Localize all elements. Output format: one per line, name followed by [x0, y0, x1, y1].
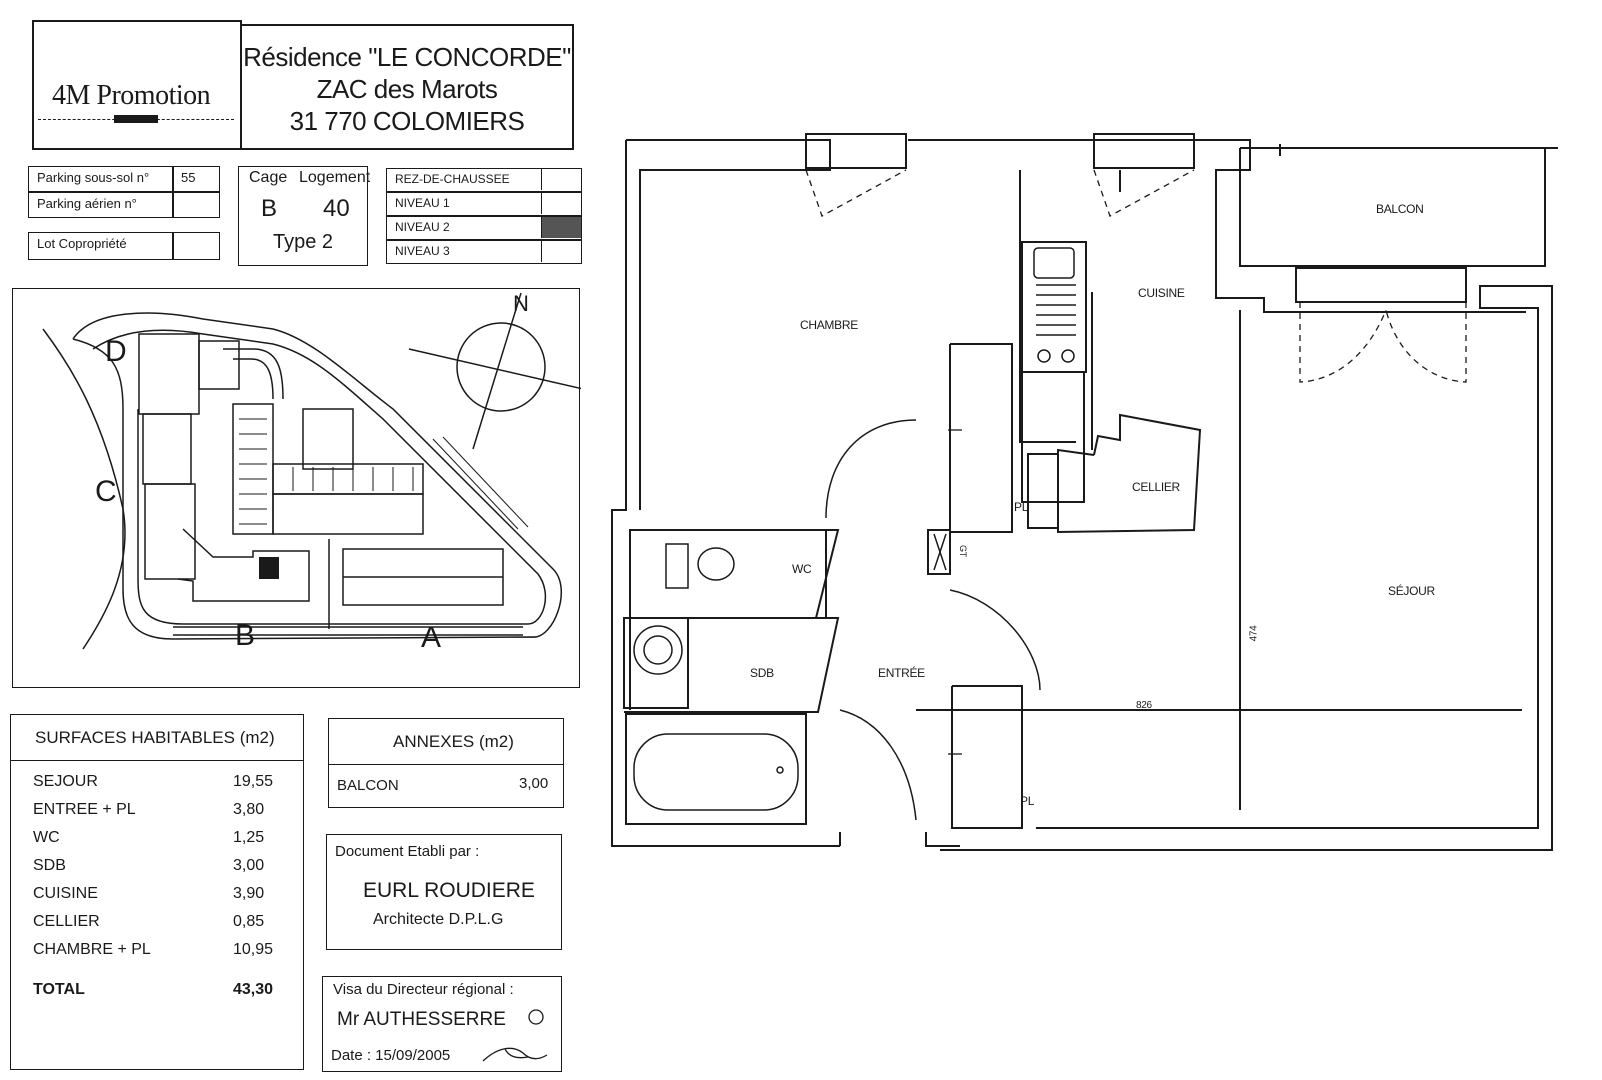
surface-value: 19,55: [233, 773, 274, 790]
lot-value: [172, 232, 220, 260]
level-label: NIVEAU 3: [395, 244, 450, 258]
floor-plan-drawing: [611, 133, 1558, 851]
annexes-title: ANNEXES (m2): [393, 732, 514, 751]
parking-aerien-value: [172, 192, 220, 218]
building-b-label: B: [235, 619, 256, 652]
visa-date: Date : 15/09/2005: [331, 1047, 451, 1064]
level-selected-marker: [541, 217, 581, 238]
surface-total-value: 43,30: [233, 981, 274, 998]
room-chambre-label: CHAMBRE: [800, 318, 858, 332]
dimension-474: 474: [1248, 625, 1260, 642]
logo-badge: [114, 115, 158, 123]
residence-title-box: Résidence "LE CONCORDE" ZAC des Marots 3…: [240, 24, 574, 150]
visa-signature: [482, 1009, 548, 1062]
surfaces-title: SURFACES HABITABLES (m2): [35, 728, 275, 747]
visa-box: Visa du Directeur régional : Mr AUTHESSE…: [322, 976, 562, 1072]
site-plan-box: N D C B A: [12, 288, 581, 688]
level-row: NIVEAU 2: [386, 216, 582, 240]
level-marker: [541, 169, 581, 190]
surface-name: CELLIER: [33, 913, 100, 930]
surface-name: SDB: [33, 857, 66, 874]
document-title: Architecte D.P.L.G: [373, 911, 504, 928]
north-label: N: [513, 291, 529, 316]
surface-name: SEJOUR: [33, 773, 98, 790]
residence-name: Résidence "LE CONCORDE": [243, 42, 571, 72]
level-row: NIVEAU 1: [386, 192, 582, 216]
level-label: NIVEAU 2: [395, 220, 450, 234]
parking-sous-sol-value: 55: [172, 166, 220, 192]
room-entree-label: ENTRÉE: [878, 666, 925, 680]
building-a-label: A: [421, 621, 442, 654]
pl-label-upper: PL: [1014, 500, 1029, 514]
parking-aerien-label: Parking aérien n°: [28, 192, 174, 218]
surfaces-title-box: SURFACES HABITABLES (m2): [10, 714, 304, 762]
building-c-label: C: [95, 475, 117, 508]
residence-zac: ZAC des Marots: [316, 74, 498, 104]
surface-name: CHAMBRE + PL: [33, 941, 151, 958]
site-plan-drawing: [42, 292, 581, 650]
room-cellier-label: CELLIER: [1132, 480, 1180, 494]
level-marker: [541, 241, 581, 262]
visa-name: Mr AUTHESSERRE: [337, 1009, 506, 1030]
document-firm: EURL ROUDIERE: [363, 879, 535, 902]
surface-value: 10,95: [233, 941, 274, 958]
logement-value: 40: [323, 195, 350, 222]
surface-name: ENTREE + PL: [33, 801, 136, 818]
level-row: REZ-DE-CHAUSSEE: [386, 168, 582, 192]
surface-value: 3,90: [233, 885, 265, 902]
pl-label-lower: PL: [1020, 794, 1035, 808]
residence-city: 31 770 COLOMIERS: [289, 106, 525, 136]
unit-location-marker: [259, 557, 279, 579]
surface-name: WC: [33, 829, 60, 846]
company-name: 4M Promotion: [52, 80, 211, 111]
unit-type: Type 2: [273, 231, 334, 253]
unit-box: Cage Logement B 40 Type 2: [238, 166, 371, 266]
annexes-table: BALCON 3,00: [328, 764, 564, 808]
level-row: NIVEAU 3: [386, 240, 582, 264]
level-label: REZ-DE-CHAUSSEE: [395, 172, 510, 186]
room-cuisine-label: CUISINE: [1138, 286, 1185, 300]
room-sejour-label: SÉJOUR: [1388, 584, 1435, 598]
visa-label: Visa du Directeur régional :: [333, 981, 514, 998]
logo-box: 4M Promotion: [32, 20, 242, 150]
surface-name: CUISINE: [33, 885, 98, 902]
cage-value: B: [261, 195, 278, 222]
surface-total-label: TOTAL: [33, 981, 85, 998]
cage-label: Cage: [249, 169, 288, 186]
logement-label: Logement: [299, 169, 371, 186]
document-label: Document Etabli par :: [335, 843, 480, 860]
annexes-name: BALCON: [337, 777, 399, 794]
level-marker: [541, 193, 581, 214]
lot-label: Lot Copropriété: [28, 232, 174, 260]
document-box: Document Etabli par : EURL ROUDIERE Arch…: [326, 834, 562, 950]
gt-label: GT: [957, 545, 968, 557]
building-d-label: D: [105, 335, 127, 368]
floor-plan: BALCON CUISINE CHAMBRE CELLIER WC SÉJOUR…: [600, 130, 1602, 860]
room-balcon-label: BALCON: [1376, 202, 1424, 216]
dimension-826: 826: [1136, 700, 1152, 711]
level-label: NIVEAU 1: [395, 196, 450, 210]
surface-value: 3,80: [233, 801, 265, 818]
annexes-title-box: ANNEXES (m2): [328, 718, 564, 766]
levels-table: REZ-DE-CHAUSSEE NIVEAU 1 NIVEAU 2 NIVEAU 3: [386, 168, 582, 268]
surface-value: 0,85: [233, 913, 265, 930]
room-wc-label: WC: [792, 562, 812, 576]
parking-sous-sol-label: Parking sous-sol n°: [28, 166, 174, 192]
room-sdb-label: SDB: [750, 666, 774, 680]
surface-value: 1,25: [233, 829, 265, 846]
annexes-value: 3,00: [519, 775, 549, 792]
surface-value: 3,00: [233, 857, 265, 874]
